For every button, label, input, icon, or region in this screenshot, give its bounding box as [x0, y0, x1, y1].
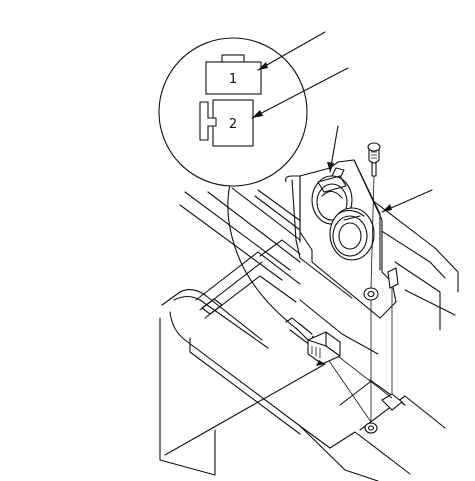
harness-connector — [295, 323, 341, 365]
pin-2-label: 2 — [229, 117, 237, 132]
mounting-screw — [367, 142, 381, 177]
leader-lines — [164, 31, 433, 456]
floor-mount — [364, 393, 403, 434]
screw-hole — [363, 287, 379, 301]
arrowheads — [252, 62, 392, 366]
accessory-socket-lower — [329, 207, 375, 261]
console-body — [159, 187, 459, 481]
wiring-harness — [227, 175, 299, 331]
pin-1-label: 1 — [229, 72, 237, 87]
connector-callout: 1 2 — [158, 37, 308, 187]
bracket-clip — [387, 267, 399, 289]
